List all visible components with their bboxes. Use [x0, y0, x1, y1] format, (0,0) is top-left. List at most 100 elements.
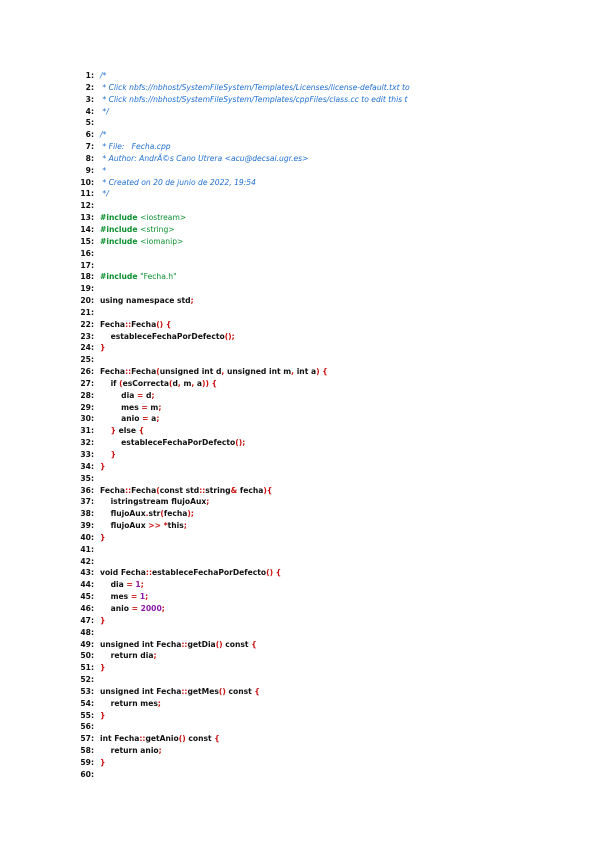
code-line: 44: dia = 1;: [74, 579, 584, 591]
code-token: Fecha: [131, 367, 157, 377]
line-text: #include <string>: [100, 225, 175, 234]
line-text: mes = m;: [100, 403, 161, 412]
line-number: 1:: [85, 71, 94, 80]
code-token: ,: [291, 367, 295, 377]
code-token: ;: [157, 698, 161, 708]
code-token: this: [167, 521, 184, 531]
line-number: 41:: [80, 544, 94, 554]
code-line: 48:: [74, 627, 584, 639]
line-number: 8:: [85, 153, 94, 163]
line-text: dia = 1;: [100, 580, 144, 589]
line-text: }: [100, 533, 105, 542]
line-text: anio = 2000;: [100, 604, 165, 613]
code-token: anio: [100, 414, 143, 424]
line-number: 18:: [80, 272, 94, 282]
code-token: ): [316, 367, 320, 377]
line-number: 5:: [85, 118, 94, 128]
code-line: 51:}: [74, 662, 584, 674]
line-text: }: [100, 711, 105, 720]
line-number: 57:: [80, 734, 94, 744]
code-token: if: [100, 378, 120, 388]
line-text: #include <iostream>: [100, 213, 186, 222]
code-token: ,: [177, 378, 181, 388]
code-token: >>: [148, 521, 161, 531]
line-text: }: [100, 758, 105, 767]
code-token: =: [141, 402, 148, 412]
code-line: 58: return anio;: [74, 745, 584, 757]
line-text: }: [100, 616, 105, 625]
code-token: a: [148, 414, 157, 424]
code-token: anio: [100, 603, 132, 613]
code-token: unsigned int d: [159, 367, 222, 377]
code-token: {: [214, 734, 220, 744]
code-line: 37: istringstream flujoAux;: [74, 496, 584, 508]
code-token: d: [172, 378, 178, 388]
code-token: (: [156, 367, 160, 377]
line-number: 17:: [80, 260, 94, 270]
code-token: dia: [100, 390, 137, 400]
code-token: const: [222, 639, 252, 649]
code-line: 6:/*: [74, 129, 584, 141]
code-token: {: [322, 367, 328, 377]
code-line: 49:unsigned int Fecha::getDia() const {: [74, 639, 584, 651]
code-token: )): [202, 378, 209, 388]
line-number: 52:: [80, 675, 94, 685]
code-line: 18:#include "Fecha.h": [74, 271, 584, 283]
line-number: 31:: [80, 426, 94, 436]
code-line: 50: return dia;: [74, 650, 584, 662]
code-token: }: [100, 343, 106, 353]
code-token: flujoAux: [100, 509, 146, 519]
code-token: Fecha: [131, 319, 157, 329]
code-line: 16:: [74, 248, 584, 260]
line-text: Fecha::Fecha() {: [100, 320, 171, 329]
code-token: (: [168, 378, 173, 388]
code-token: getAnio: [145, 734, 179, 744]
code-token: * Created on 20 de junio de 2022, 19:54: [100, 177, 256, 187]
code-token: mes: [100, 402, 142, 412]
code-token: *: [100, 165, 107, 175]
code-token: getDia: [187, 639, 216, 649]
code-token: (: [119, 378, 123, 388]
code-line: 42:: [74, 556, 584, 568]
code-line: 23: estableceFechaPorDefecto();: [74, 331, 584, 343]
code-line: 36:Fecha::Fecha(const std::string& fecha…: [74, 485, 584, 497]
code-token: fecha: [163, 509, 188, 519]
line-number: 44:: [80, 580, 94, 590]
code-token: #include: [100, 236, 141, 246]
code-token: /*: [100, 71, 107, 80]
code-line: 5:: [74, 117, 584, 129]
code-line: 30: anio = a;: [74, 413, 584, 425]
code-line: 40:}: [74, 532, 584, 544]
line-text: int Fecha::getAnio() const {: [100, 734, 220, 743]
code-line: 17:: [74, 260, 584, 272]
code-token: d: [143, 390, 152, 400]
code-token: #include: [100, 272, 141, 282]
line-text: estableceFechaPorDefecto();: [100, 332, 235, 341]
code-token: unsigned int Fecha: [100, 639, 182, 649]
code-token: void Fecha: [100, 568, 146, 578]
code-line: 41:: [74, 544, 584, 556]
code-token: ::: [145, 568, 152, 578]
code-token: ;: [151, 390, 155, 400]
code-token: .: [145, 509, 149, 519]
code-token: */: [100, 189, 109, 199]
line-text: estableceFechaPorDefecto();: [100, 438, 245, 447]
code-token: );: [187, 509, 194, 519]
code-line: 52:: [74, 674, 584, 686]
code-token: <string>: [140, 224, 175, 234]
code-token: (): [266, 568, 274, 578]
code-token: ;: [156, 414, 160, 424]
code-line: 55:}: [74, 710, 584, 722]
code-token: const: [185, 734, 215, 744]
code-token: dia: [100, 580, 127, 590]
code-line: 12:: [74, 200, 584, 212]
code-token: ;: [153, 651, 157, 661]
code-line: 8: * Author: AndrÃ©s Cano Utrera <acu@de…: [74, 153, 584, 165]
code-token: * File: Fecha.cpp: [100, 142, 171, 152]
line-text: *: [100, 166, 106, 175]
code-token: * Click nbfs://nbhost/SystemFileSystem/T…: [100, 94, 408, 104]
line-text: flujoAux >> *this;: [100, 521, 187, 530]
code-line: 25:: [74, 354, 584, 366]
line-text: anio = a;: [100, 414, 159, 423]
code-token: unsigned int m: [224, 367, 292, 377]
